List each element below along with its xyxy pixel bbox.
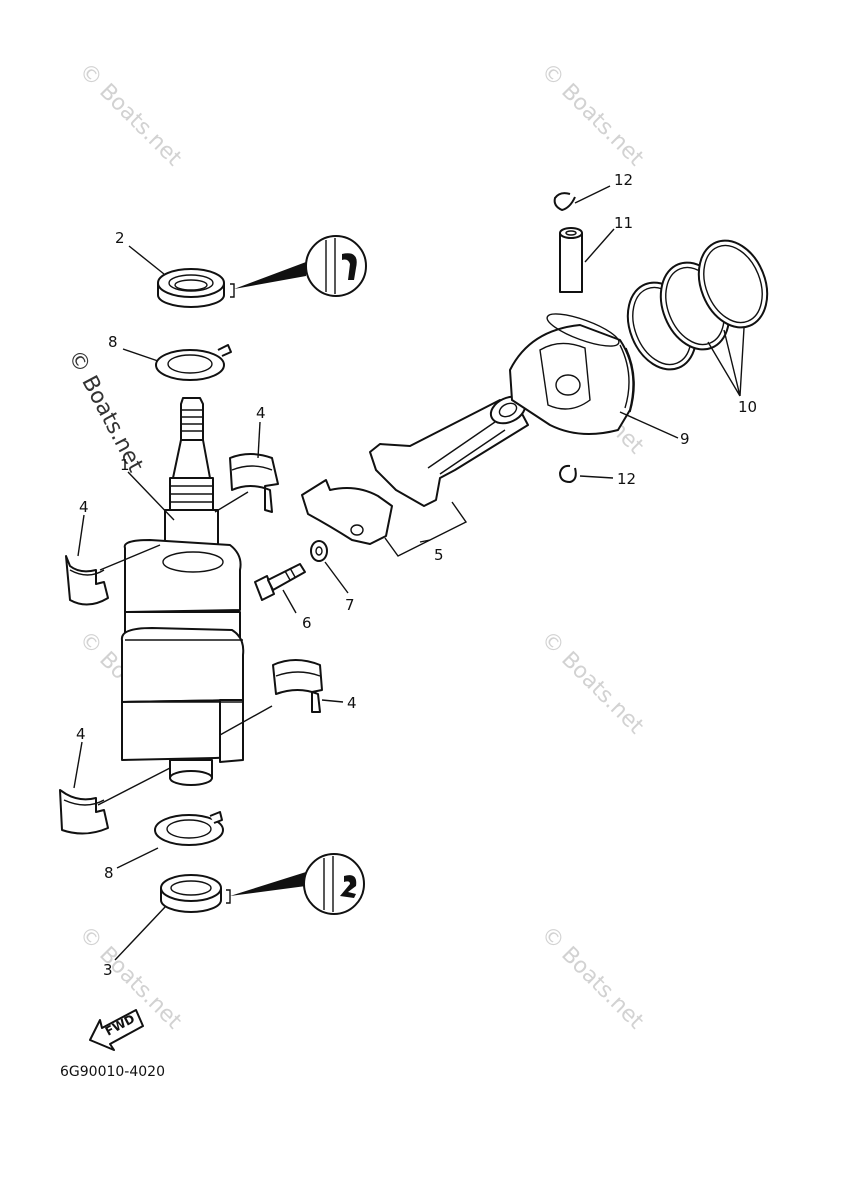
small-washer: [310, 540, 328, 562]
callout-1: 1: [120, 456, 130, 474]
callout-2: 2: [115, 229, 125, 247]
callout-11: 11: [614, 214, 633, 232]
bearing-half-lower-right: [272, 659, 323, 713]
watermark: © Boats.net: [74, 59, 187, 172]
watermark: © Boats.net: [536, 922, 649, 1035]
callout-10: 10: [738, 398, 757, 416]
seal-lip-detail-lower: [226, 853, 365, 915]
bearing-half-upper-right: [229, 453, 279, 513]
callout-4: 4: [79, 498, 89, 516]
leader-lines: [73, 185, 745, 961]
piston: [509, 313, 635, 435]
crankshaft: [120, 397, 245, 786]
washer-upper: [155, 344, 232, 381]
washer-lower: [154, 811, 224, 846]
callout-4: 4: [256, 404, 266, 422]
bearing-half-lower-left: [59, 789, 109, 835]
connecting-rod: [301, 395, 529, 545]
piston-pin-clip-upper: [553, 192, 576, 211]
seal-lip-detail-upper: [230, 235, 367, 298]
callout-9: 9: [680, 430, 690, 448]
callout-8: 8: [108, 333, 118, 351]
callout-12: 12: [614, 171, 633, 189]
callout-3: 3: [103, 961, 113, 979]
oil-seal-upper: [157, 268, 225, 308]
piston-pin-clip-lower: [559, 464, 577, 483]
callouts: 1 2 3 4 4 4 4 5 6 7 8 8 9 10 11 12 12: [76, 171, 757, 979]
watermark: © Boats.net: [536, 59, 649, 172]
callout-7: 7: [345, 596, 355, 614]
callout-4: 4: [76, 725, 86, 743]
watermark-dark: © Boats.net: [63, 346, 148, 477]
fwd-arrow-icon: FWD: [89, 1009, 144, 1051]
piston-pin: [559, 227, 583, 293]
callout-6: 6: [302, 614, 312, 632]
piston-rings: [626, 239, 769, 371]
callout-12: 12: [617, 470, 636, 488]
callout-4: 4: [347, 694, 357, 712]
bearing-half-upper-left: [65, 555, 109, 606]
watermark: © Boats.net: [536, 627, 649, 740]
callout-8: 8: [104, 864, 114, 882]
diagram-code: 6G90010-4020: [60, 1064, 165, 1080]
callout-5: 5: [434, 546, 444, 564]
oil-seal-lower: [160, 874, 222, 913]
bolt: [254, 563, 306, 601]
